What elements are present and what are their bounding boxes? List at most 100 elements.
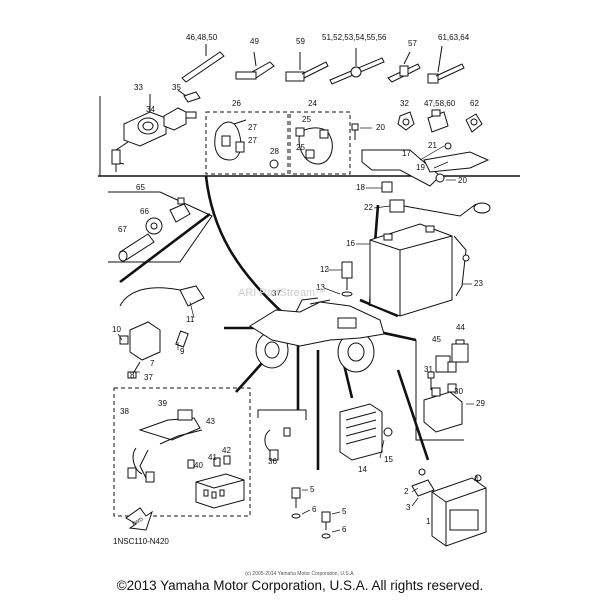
callout: 23 [474,279,483,288]
sensor-32-icon [397,111,415,131]
callout: 41 [208,453,217,462]
bracket-2-icon [411,468,435,497]
small-copyright: (c) 2005-2014 Yamaha Motor Corporation, … [245,571,355,577]
callout: 46,48,50 [186,33,218,42]
callout: 17 [402,149,411,158]
callout: 27 [248,136,257,145]
callout: 22 [364,203,373,212]
rectifier-regulator-14-icon [339,403,383,461]
callout: 34 [146,105,155,114]
relay-47-icon [427,109,449,133]
callout: 19 [416,163,425,172]
callout: 66 [140,207,149,216]
callout: 32 [400,99,409,108]
wire-harness-37-icon [127,409,203,483]
clamp-57-icon [387,51,421,83]
callout: 24 [308,99,317,108]
callout: 43 [206,417,215,426]
cable-tie-59-icon [285,52,329,82]
cable-tie-46-icon [181,44,225,83]
relay-44-icon [451,339,469,363]
callout: 36 [268,457,277,466]
copyright-notice: ©2013 Yamaha Motor Corporation, U.S.A. A… [116,578,484,593]
sensor-12-icon [341,261,353,297]
starter-relay-29-icon [423,383,463,433]
callout: 11 [186,315,195,324]
callout: 5 [310,485,315,494]
sensor-36-icon [264,427,291,461]
callout: 9 [180,347,185,356]
hose-67-icon [118,233,155,262]
wire-harness-24-icon [295,127,333,165]
relay-45-icon [435,355,457,373]
cable-band-51-icon [329,48,385,85]
callout: 13 [316,283,325,292]
callout: 14 [358,465,367,474]
battery-16-icon [369,223,453,317]
callout: 30 [454,387,463,396]
callout: 61,63,64 [438,33,470,42]
callout: 57 [408,39,417,48]
socket-66-icon [145,197,191,235]
callout: 20 [458,176,467,185]
main-switch-box [98,96,520,177]
fwd-label: FWD [132,516,145,527]
callout: 47,58,60 [424,99,456,108]
callout-labels: 46,48,50 49 59 51,52,53,54,55,56 57 61,6… [112,33,485,534]
callout: 33 [134,83,143,92]
callout: 65 [136,183,145,192]
cdi-unit-1-icon [431,477,487,547]
callout: 18 [356,183,365,192]
watermark: ARI PartStream™ [238,287,327,299]
callout: 25 [296,143,305,152]
diagram-code: 1NSC110-N420 [113,537,169,546]
callout: 12 [320,265,329,274]
callout: 44 [456,323,465,332]
fuse-box-40-icon [195,473,245,509]
battery-band-23-icon [453,235,470,297]
callout: 37 [272,289,281,298]
fwd-arrow-icon [125,507,153,531]
battery-cable-22-icon [389,199,491,217]
callout: 62 [470,99,479,108]
callout: 31 [424,365,433,374]
callout: 1 [426,517,431,526]
callout: 26 [232,99,241,108]
cable-tie-61-icon [427,45,465,84]
atv-vehicle-icon [249,297,385,373]
callout: 27 [248,123,257,132]
callout: 59 [296,37,305,46]
callout: 5 [342,507,347,516]
callout: 8 [130,371,135,380]
callout: 40 [194,461,203,470]
bolt-31-icon [427,371,435,390]
callout: 39 [158,399,167,408]
callout: 35 [172,83,181,92]
callout: 21 [428,141,437,150]
callout: 2 [404,487,409,496]
bracket-19-icon [423,151,490,173]
callout: 10 [112,325,121,334]
cable-tie-49-icon [235,51,275,80]
key-icon [163,91,201,131]
bolt-5b-icon [321,511,331,539]
callout: 51,52,53,54,55,56 [322,33,387,42]
callout: 45 [432,335,441,344]
callout: 7 [150,359,155,368]
main-switch-icon [111,111,167,172]
callout: 6 [342,525,347,534]
callout: 4 [474,475,479,484]
bracket-17-icon [361,149,441,187]
callout: 3 [406,503,411,512]
bolt-20-icon [351,123,359,140]
ignition-coil-icon [119,285,205,379]
callout: 20 [376,123,385,132]
wire-harness-26-icon [214,119,247,161]
callout: 42 [222,446,231,455]
callout: 49 [250,37,259,46]
callout: 38 [120,407,129,416]
callout: 6 [312,505,317,514]
bolt-5a-icon [291,487,301,519]
callout: 37 [144,373,153,382]
